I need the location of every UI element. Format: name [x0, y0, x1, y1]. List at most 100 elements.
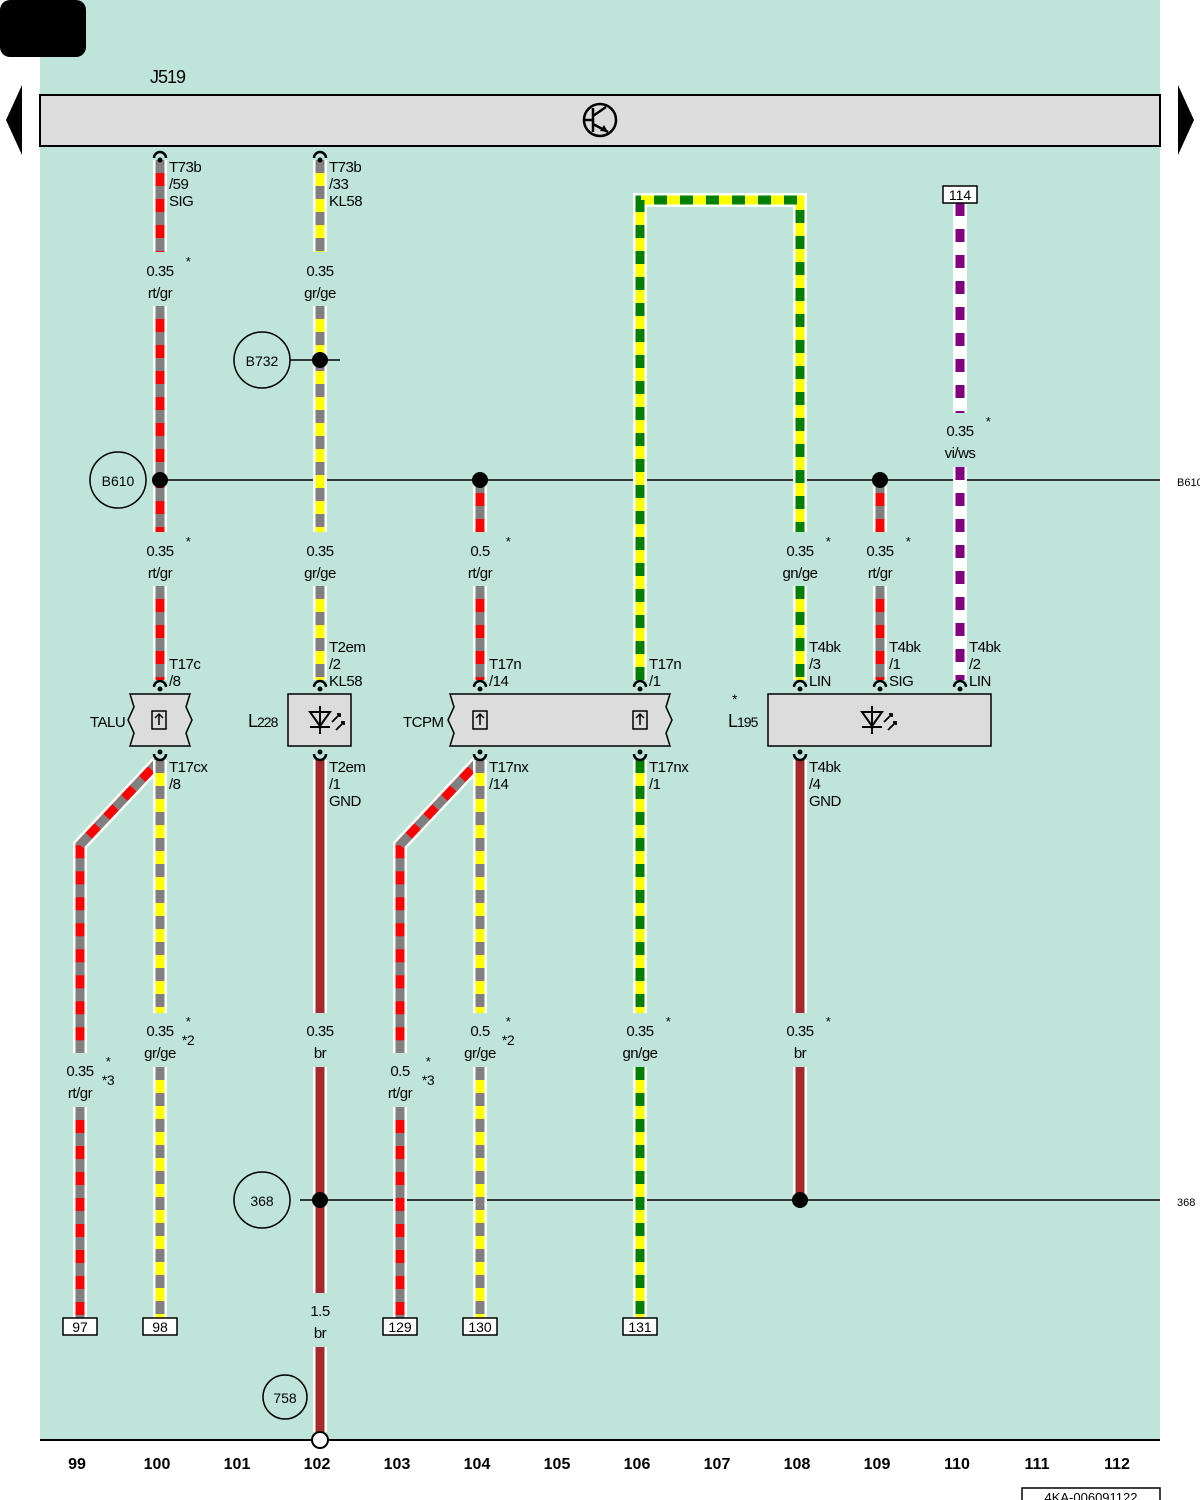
wire-w110a-note: * — [986, 414, 991, 429]
connector-pin — [637, 749, 643, 755]
wire-w104c-note: * — [506, 1014, 511, 1029]
wire-w103c-note2: *3 — [422, 1072, 435, 1088]
labels-layer: T73b/59SIGT73b/33KL58T17c/8T2em/2KL58T17… — [62, 159, 1002, 1342]
pin-t17n14-line: /14 — [489, 673, 509, 690]
wire-w100a-color: rt/gr — [148, 285, 173, 302]
pin-t4bk4-line: GND — [809, 793, 842, 810]
reference-box-frame — [942, 185, 978, 204]
column-number: 104 — [464, 1456, 491, 1473]
wire-w102b-size: 0.35 — [306, 543, 333, 560]
wire-w100b-note: * — [186, 534, 191, 549]
wire-103-lower-a — [393, 755, 486, 1053]
wire-w99c-note2: *3 — [102, 1072, 115, 1088]
wire-w108c-size: 0.35 — [786, 1023, 813, 1040]
reference-box-r98: 98 — [142, 1317, 178, 1336]
reference-box-frame — [382, 1317, 418, 1336]
l228-component: L228 — [248, 693, 352, 747]
wires-layer — [73, 160, 967, 1432]
reference-box-r97: 97 — [62, 1317, 98, 1336]
wire-w99c-size: 0.35 — [66, 1063, 93, 1080]
connector-pin — [797, 749, 803, 755]
pin-t4bk2-line: /2 — [969, 656, 981, 673]
wire-w100a-note: * — [186, 254, 191, 269]
connector-pin — [317, 157, 323, 163]
wire-w109b-size: 0.35 — [866, 543, 893, 560]
wire-w102d-size: 1.5 — [310, 1303, 330, 1320]
pin-t73b59-line: SIG — [169, 193, 193, 210]
document-id: 4KA-006091122 — [1044, 1490, 1137, 1500]
pin-t17c8-line: /8 — [169, 673, 181, 690]
wire-w108b-note: * — [826, 534, 831, 549]
reference-box-r130: 130 — [462, 1317, 498, 1336]
ground-point-758[interactable]: 758 — [262, 1374, 308, 1420]
wire-w110a-size: 0.35 — [946, 423, 973, 440]
tcpm-component: TCPM — [403, 693, 673, 747]
next-page-arrow-icon[interactable] — [1178, 85, 1194, 155]
column-number: 111 — [1025, 1456, 1050, 1473]
connector-pin — [477, 686, 483, 692]
pin-t17nx1-line: /1 — [649, 776, 661, 793]
ground-terminal — [311, 1431, 329, 1449]
page-tab — [0, 0, 86, 57]
pin-t17n1-line: /1 — [649, 673, 661, 690]
wire-w99c-color: rt/gr — [68, 1085, 93, 1102]
svg-text:B732: B732 — [246, 353, 279, 369]
reference-box-frame — [142, 1317, 178, 1336]
wire-w104c-color: gr/ge — [464, 1045, 496, 1062]
column-number: 110 — [944, 1456, 970, 1473]
reference-box-r114: 114 — [942, 185, 978, 204]
pin-t73b59-line: T73b — [169, 159, 201, 176]
column-number: 103 — [384, 1456, 411, 1473]
wire-w102c-size: 0.35 — [306, 1023, 333, 1040]
connector-pin — [317, 686, 323, 692]
junction-dot — [792, 1192, 808, 1208]
wire-103-lower-a-stripe — [395, 756, 484, 1053]
pin-t2em2-line: /2 — [329, 656, 341, 673]
column-number: 101 — [224, 1456, 251, 1473]
column-number: 112 — [1104, 1456, 1130, 1473]
pin-t4bk4-line: /4 — [809, 776, 821, 793]
pin-t4bk2-line: T4bk — [969, 639, 1001, 656]
l195-star: * — [732, 691, 738, 707]
wire-w100a-size: 0.35 — [146, 263, 173, 280]
l228-label: L228 — [248, 711, 279, 731]
wire-w102d-color: br — [314, 1325, 327, 1342]
wire-w102b-color: gr/ge — [304, 565, 336, 582]
wire-w104b-note: * — [506, 534, 511, 549]
control-unit-bus — [39, 94, 1161, 147]
side-label-b610: B610 — [1177, 477, 1200, 489]
reference-box-r131: 131 — [622, 1317, 658, 1336]
pin-t4bk1-line: SIG — [889, 673, 913, 690]
wire-w102a-color: gr/ge — [304, 285, 336, 302]
wire-w109b-color: rt/gr — [868, 565, 893, 582]
column-number: 109 — [864, 1456, 891, 1473]
pin-t4bk1-line: T4bk — [889, 639, 921, 656]
connector-pin — [957, 686, 963, 692]
pin-t4bk3-line: T4bk — [809, 639, 841, 656]
wire-w108b-size: 0.35 — [786, 543, 813, 560]
wire-w104c-note2: *2 — [502, 1032, 515, 1048]
wire-w109b-note: * — [906, 534, 911, 549]
wire-w100c-size: 0.35 — [146, 1023, 173, 1040]
prev-page-arrow-icon[interactable] — [6, 85, 22, 155]
reference-box-frame — [62, 1317, 98, 1336]
wire-w104b-size: 0.5 — [470, 543, 490, 560]
pin-t17n14-line: T17n — [489, 656, 521, 673]
reference-box-r129: 129 — [382, 1317, 418, 1336]
wire-106-108-loop — [633, 193, 807, 680]
reference-box-number: 129 — [388, 1319, 412, 1335]
ground-point-b610[interactable]: B610 — [89, 451, 147, 509]
connector-pin — [317, 749, 323, 755]
ground-point-368[interactable]: 368 — [233, 1171, 291, 1229]
pin-t4bk4-line: T4bk — [809, 759, 841, 776]
ground-point-b732[interactable]: B732 — [233, 331, 340, 389]
junction-dot — [472, 472, 488, 488]
pin-t73b33-line: KL58 — [329, 193, 362, 210]
wire-w106c-size: 0.35 — [626, 1023, 653, 1040]
side-label-368: 368 — [1177, 1197, 1195, 1209]
connector-pin — [477, 749, 483, 755]
pin-t73b33-line: /33 — [329, 176, 349, 193]
wire-w108c-color: br — [794, 1045, 807, 1062]
